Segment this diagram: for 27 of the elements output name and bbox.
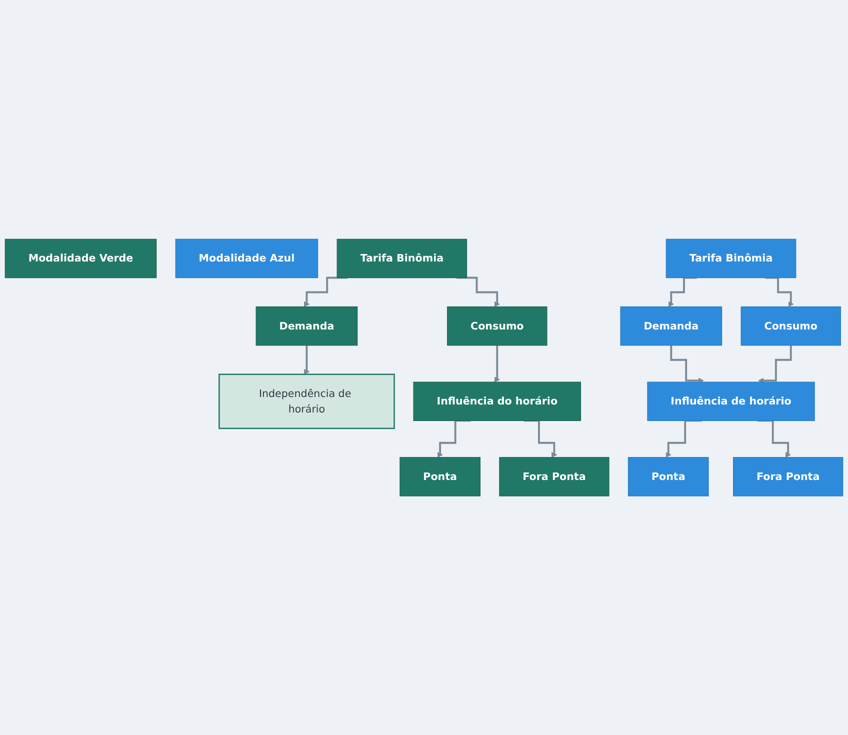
- arrow: [437, 420, 471, 458]
- arrow: [494, 344, 500, 382]
- node-box: Consumo: [740, 306, 841, 346]
- node-box: Consumo: [447, 306, 548, 346]
- node-box: Fora Ponta: [733, 456, 844, 496]
- arrow: [524, 420, 558, 458]
- arrow: [758, 420, 791, 458]
- node-box: Ponta: [628, 456, 709, 496]
- arrow: [670, 344, 704, 384]
- node-box: Demanda: [256, 306, 358, 346]
- node-box: Tarifa Binômia: [336, 238, 468, 278]
- node-box: Influência do horário: [413, 382, 582, 421]
- node-box: Tarifa Binômia: [666, 238, 796, 278]
- arrow: [456, 276, 500, 307]
- arrow: [304, 276, 348, 307]
- arrow: [758, 344, 792, 384]
- node-box: Modalidade Azul: [175, 238, 318, 278]
- node-box: Ponta: [400, 456, 480, 496]
- arrow: [666, 420, 702, 458]
- arrow: [765, 276, 794, 307]
- arrow: [668, 276, 697, 307]
- node-box: Demanda: [620, 306, 722, 346]
- node-box: Modalidade Verde: [4, 238, 157, 278]
- arrow: [304, 344, 310, 375]
- node-box: Fora Ponta: [499, 456, 610, 496]
- node-box: Independência de horário: [218, 374, 395, 429]
- node-box: Influência de horário: [647, 382, 815, 421]
